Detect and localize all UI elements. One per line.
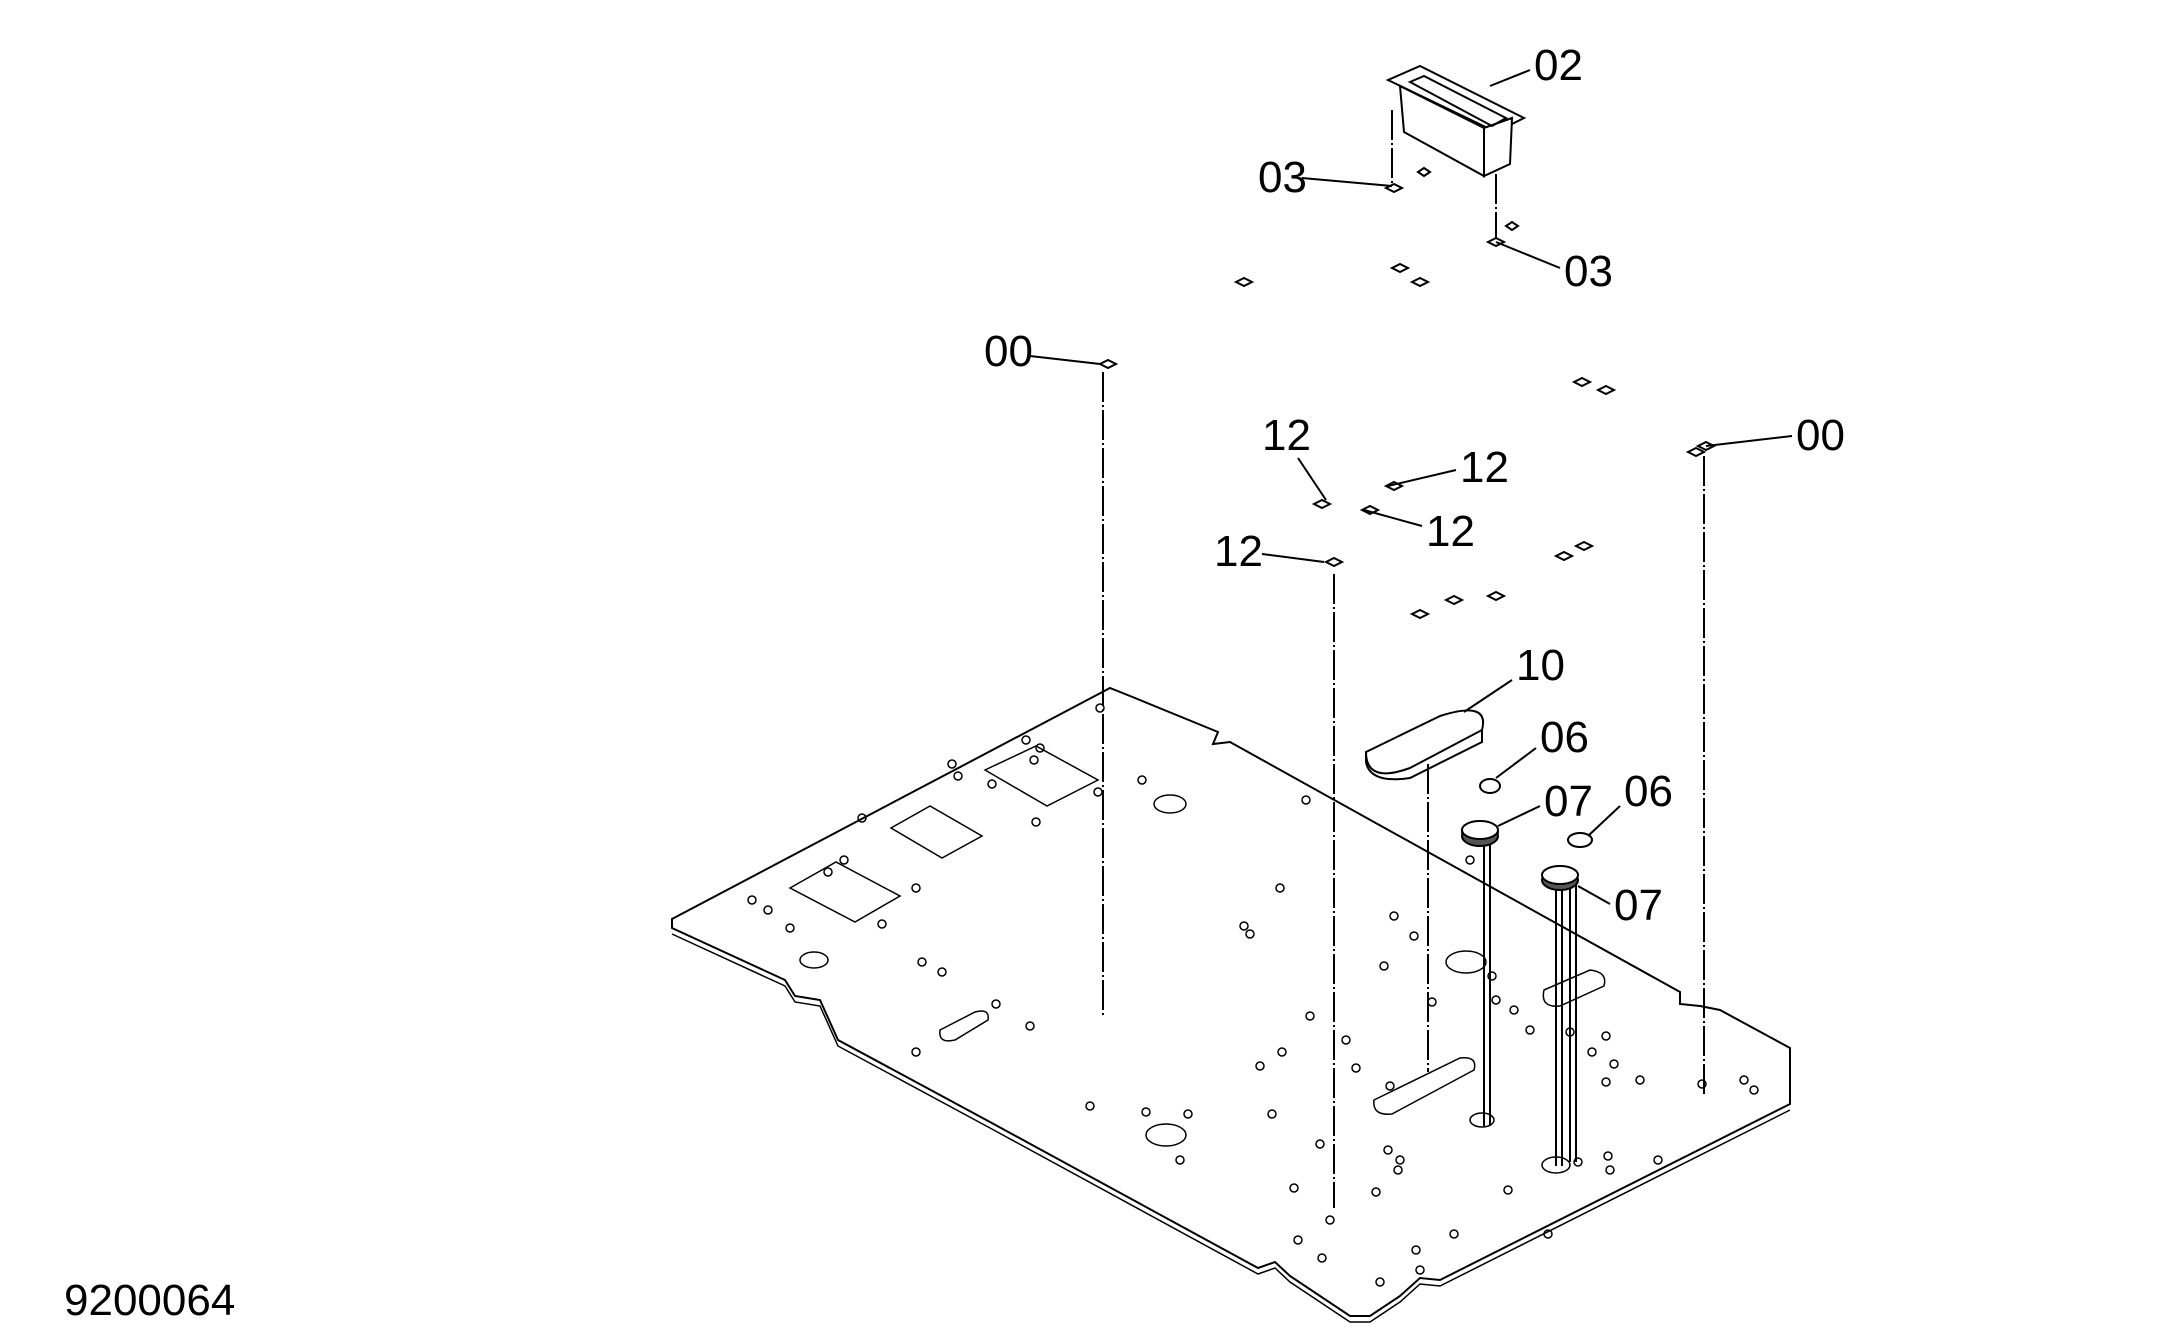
callout-12-right-lower: 12 <box>1426 507 1475 556</box>
callout-10: 10 <box>1516 641 1565 690</box>
caps-parts-06-07 <box>1461 778 1593 891</box>
leader-lines <box>1029 69 1793 905</box>
callout-03-left: 03 <box>1258 153 1307 202</box>
callout-00-right: 00 <box>1796 411 1845 460</box>
floor-plate <box>671 686 1791 1323</box>
box-part-02 <box>1385 64 1527 178</box>
callout-labels: 02 03 03 00 00 12 12 12 12 10 06 07 06 0… <box>984 41 1845 930</box>
callout-06-lower: 06 <box>1624 767 1673 816</box>
pad-part-10 <box>1364 709 1485 781</box>
drawing-id: 9200064 <box>64 1276 236 1325</box>
callout-12-right-upper: 12 <box>1460 443 1509 492</box>
callout-12-left: 12 <box>1214 527 1263 576</box>
assembly-lines <box>1102 110 1705 1208</box>
callout-07-upper: 07 <box>1544 777 1593 826</box>
fasteners <box>1097 166 1717 620</box>
callout-12-top: 12 <box>1262 411 1311 460</box>
callout-06-upper: 06 <box>1540 713 1589 762</box>
callout-03-right: 03 <box>1564 247 1613 296</box>
callout-00-left: 00 <box>984 327 1033 376</box>
callout-07-lower: 07 <box>1614 881 1663 930</box>
callout-02: 02 <box>1534 41 1583 90</box>
